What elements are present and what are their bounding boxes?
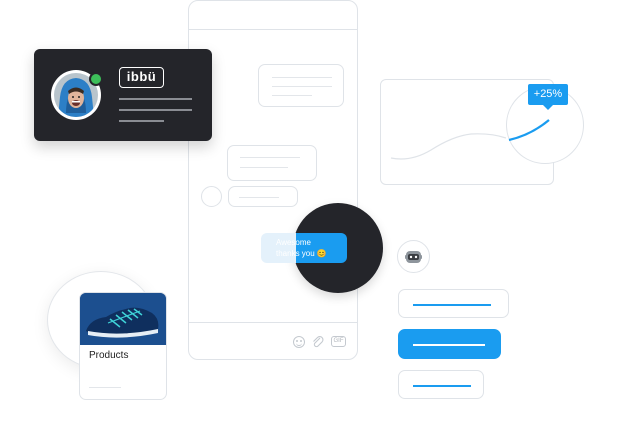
chat-bubble-left [227, 145, 317, 181]
products-label: Products [89, 350, 129, 361]
chat-header-divider [188, 29, 358, 30]
message-bubble [296, 233, 347, 263]
chat-bubble-right [258, 64, 344, 107]
gif-button[interactable]: GIF [331, 336, 346, 347]
composer-divider [188, 322, 358, 323]
online-status-indicator [89, 72, 103, 86]
quick-reply-option-3[interactable] [398, 370, 484, 399]
chat-bubble-left-small [228, 186, 298, 207]
trend-line-chart [390, 119, 550, 160]
ibbu-logo: ibbü [119, 67, 164, 88]
product-image-sneaker [80, 293, 166, 345]
growth-badge: +25% [528, 84, 568, 110]
agent-avatar-placeholder [201, 186, 222, 207]
robot-icon [405, 251, 422, 263]
bot-avatar [397, 240, 430, 273]
emoji-icon[interactable] [293, 336, 305, 348]
quick-reply-option-2[interactable] [398, 329, 501, 359]
quick-reply-option-1[interactable] [398, 289, 509, 318]
attachment-icon[interactable] [311, 335, 325, 349]
message-text: Awesome thanks you 😊 [276, 238, 327, 258]
